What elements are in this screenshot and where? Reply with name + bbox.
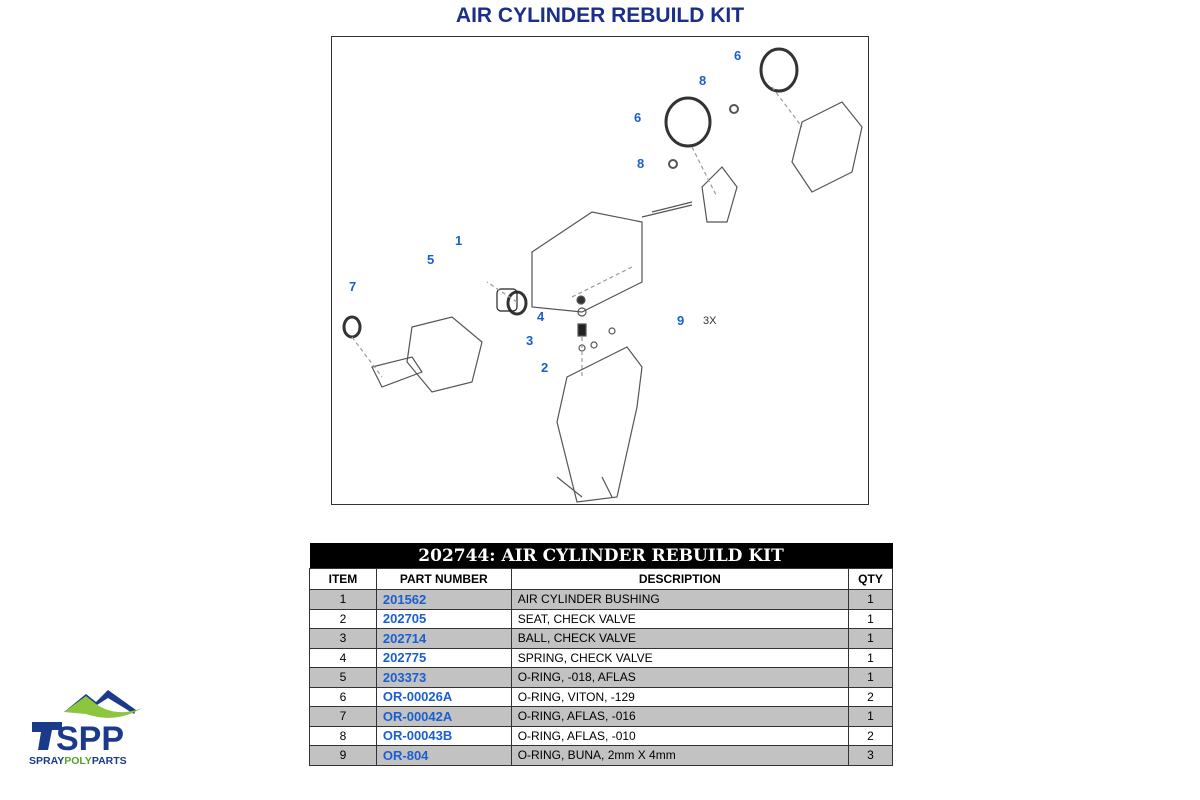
quantity-note: 3X	[703, 315, 717, 327]
header-part-number: PART NUMBER	[375, 568, 512, 590]
part-number-link[interactable]: OR-00043B	[375, 725, 512, 746]
part-number-link[interactable]: 203373	[375, 667, 512, 688]
part-number-link[interactable]: OR-804	[375, 745, 512, 766]
callout-4: 4	[537, 309, 545, 324]
callout-2: 2	[541, 360, 549, 375]
description: BALL, CHECK VALVE	[510, 628, 850, 649]
item-number: 6	[309, 686, 377, 707]
part-number-link[interactable]: 202705	[375, 608, 512, 629]
part-number-link[interactable]: 202714	[375, 628, 512, 649]
callout-3: 3	[526, 333, 534, 348]
quantity: 2	[848, 725, 893, 746]
item-number: 3	[309, 628, 377, 649]
quantity: 1	[848, 647, 893, 668]
item-number: 7	[309, 706, 377, 727]
svg-text:SPP: SPP	[56, 720, 124, 758]
page-title: AIR CYLINDER REBUILD KIT	[455, 4, 745, 27]
description: O-RING, AFLAS, -016	[510, 706, 850, 727]
callout-1: 1	[455, 233, 463, 248]
exploded-view-drawing	[342, 47, 863, 503]
description: AIR CYLINDER BUSHING	[510, 589, 850, 610]
item-number: 9	[309, 745, 377, 766]
item-number: 2	[309, 608, 377, 629]
parts-table: 202744: AIR CYLINDER REBUILD KIT ITEM PA…	[309, 543, 893, 766]
callout-8: 8	[637, 156, 645, 171]
callout-5: 5	[427, 252, 435, 267]
quantity: 1	[848, 706, 893, 727]
part-number-link[interactable]: 202775	[375, 647, 512, 668]
description: O-RING, AFLAS, -010	[510, 725, 850, 746]
description: SEAT, CHECK VALVE	[510, 608, 850, 629]
description: O-RING, BUNA, 2mm X 4mm	[510, 745, 850, 766]
callout-8: 8	[699, 73, 707, 88]
header-item: ITEM	[309, 568, 377, 590]
description: O-RING, -018, AFLAS	[510, 667, 850, 688]
spraypolyparts-logo: SPP SPRAYPOLYPARTS	[26, 684, 150, 768]
header-qty: QTY	[848, 568, 893, 590]
callout-9: 9	[677, 313, 685, 328]
exploded-parts-diagram: 6 8 6 8 1 5 7 4 3 9 3X 2	[331, 36, 869, 505]
quantity: 1	[848, 628, 893, 649]
description: O-RING, VITON, -129	[510, 686, 850, 707]
header-description: DESCRIPTION	[510, 568, 850, 590]
callout-7: 7	[349, 279, 357, 294]
callout-6: 6	[634, 110, 642, 125]
part-number-link[interactable]: 201562	[375, 589, 512, 610]
kit-title: 202744: AIR CYLINDER REBUILD KIT	[309, 543, 893, 569]
callout-6: 6	[734, 48, 742, 63]
item-number: 1	[309, 589, 377, 610]
description: SPRING, CHECK VALVE	[510, 647, 850, 668]
part-number-link[interactable]: OR-00026A	[375, 686, 512, 707]
item-number: 5	[309, 667, 377, 688]
quantity: 3	[848, 745, 893, 766]
item-number: 4	[309, 647, 377, 668]
quantity: 1	[848, 608, 893, 629]
svg-text:SPRAYPOLYPARTS: SPRAYPOLYPARTS	[29, 755, 127, 767]
quantity: 2	[848, 686, 893, 707]
quantity: 1	[848, 667, 893, 688]
quantity: 1	[848, 589, 893, 610]
part-number-link[interactable]: OR-00042A	[375, 706, 512, 727]
item-number: 8	[309, 725, 377, 746]
